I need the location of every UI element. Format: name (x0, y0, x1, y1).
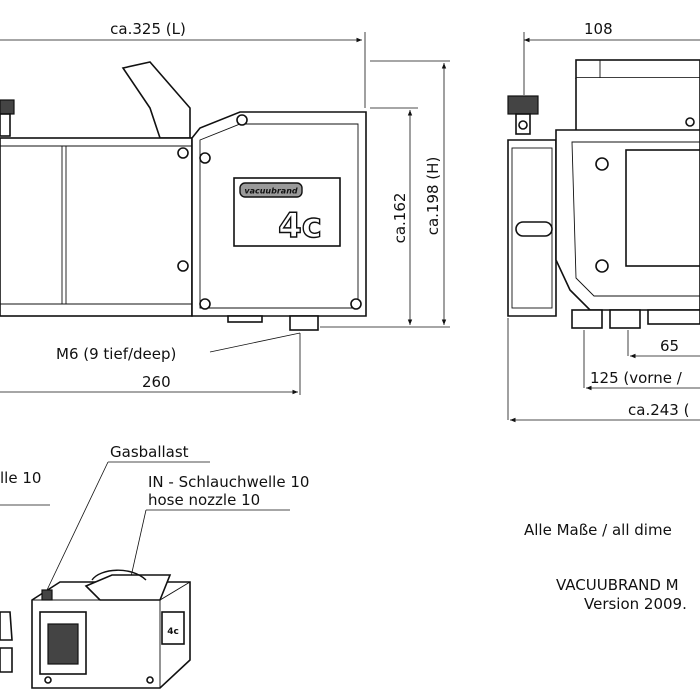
foot-65-label: 65 (660, 337, 679, 355)
thumb-side-plate (161, 611, 185, 645)
brand-text: vacuubrand (244, 187, 298, 196)
motor-panel-outline (199, 123, 359, 309)
thread-leader (209, 332, 301, 353)
foot (289, 315, 319, 331)
foot (227, 315, 263, 323)
height-total-label: ca.198 (H) (424, 157, 442, 236)
width-108-label: 108 (584, 20, 613, 38)
foot-125-label: 125 (vorne / (590, 369, 683, 387)
side-view: ca.325 (L) vacuubrand 4c (0, 20, 450, 395)
outlet-fitting-partial-2 (0, 647, 13, 673)
outlet-fitting-partial (0, 611, 13, 641)
screw-icon (595, 259, 609, 273)
thumb-display (47, 623, 79, 665)
screw-icon (199, 298, 211, 310)
thumb-top-block (84, 574, 172, 601)
foot (609, 309, 641, 329)
screw-icon (350, 298, 362, 310)
carry-handle (121, 61, 191, 139)
gasballast-callout-label: Gasballast (110, 443, 189, 461)
screw-icon (177, 260, 189, 272)
knob-stem (0, 113, 11, 137)
length-label: ca.325 (L) (110, 20, 186, 38)
thumb-model-text: 4c (167, 627, 179, 637)
foot-span-label: 260 (142, 373, 171, 391)
side-handle (515, 221, 553, 237)
brand-badge (239, 182, 303, 198)
gas-ballast-knob-thumb (41, 589, 53, 601)
thumb-screw (44, 676, 52, 684)
front-view: 108 65 125 (vorne / ca. (507, 20, 700, 423)
front-panel-outline (571, 141, 700, 297)
thumb-screw (146, 676, 154, 684)
version-note: Version 2009. (584, 595, 687, 613)
gas-ballast-knob (0, 99, 15, 115)
width-total-label: ca.243 ( (628, 401, 689, 419)
screw-icon (177, 147, 189, 159)
inlet-callout-en: hose nozzle 10 (148, 491, 260, 509)
callouts: lle 10 Gasballast IN - Schlauchwelle 10 … (0, 443, 309, 689)
thumb-handle (91, 569, 147, 581)
foot (571, 309, 603, 329)
outlet-callout-label: lle 10 (0, 469, 41, 487)
model-text: 4c (278, 206, 322, 246)
pump-isometric-thumbnail: 4c (31, 569, 191, 689)
thread-label: M6 (9 tief/deep) (56, 345, 176, 363)
pump-housing (0, 137, 193, 317)
knob-washer (518, 120, 528, 130)
handle-top (575, 59, 700, 79)
screw-icon (685, 117, 695, 127)
all-dims-note: Alle Maße / all dime (524, 521, 672, 539)
gasballast-leader (46, 461, 109, 591)
foot (647, 309, 700, 325)
company-note: VACUUBRAND M (556, 576, 679, 594)
screw-icon (595, 157, 609, 171)
inlet-callout-de: IN - Schlauchwelle 10 (148, 473, 309, 491)
height-body-label: ca.162 (391, 193, 409, 244)
screw-icon (236, 114, 248, 126)
front-label-plate (625, 149, 700, 267)
gas-ballast-knob-front (507, 95, 539, 115)
screw-icon (199, 152, 211, 164)
notes: Alle Maße / all dime VACUUBRAND M Versio… (524, 521, 687, 613)
